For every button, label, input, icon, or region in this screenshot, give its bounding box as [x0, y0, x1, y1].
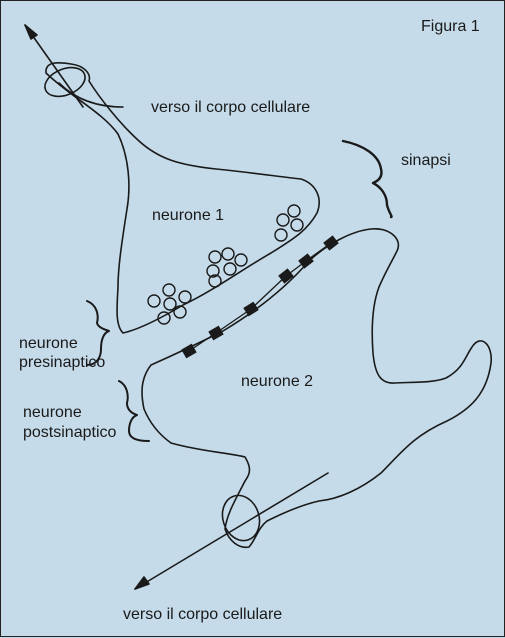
vesicle [277, 214, 289, 226]
neuron-2-outline [142, 229, 491, 548]
vesicle [163, 284, 175, 296]
arrow-bottom-head [135, 577, 149, 589]
label-presynaptic-line1: neurone [19, 335, 78, 353]
vesicle [291, 219, 303, 231]
vesicle [235, 254, 247, 266]
label-toward-cell-body-top: verso il corpo cellulare [151, 99, 310, 117]
vesicle [224, 263, 236, 275]
vesicle [174, 306, 186, 318]
label-neuron-2: neurone 2 [241, 373, 313, 391]
label-synapse: sinapsi [401, 152, 451, 170]
vesicle [209, 251, 221, 263]
receptor [298, 253, 314, 268]
vesicle [148, 295, 160, 307]
figure-title: Figura 1 [421, 18, 480, 36]
label-toward-cell-body-bottom: verso il corpo cellulare [123, 606, 282, 624]
arrow-bottom-shaft [135, 473, 328, 589]
vesicle [275, 229, 287, 241]
vesicle [179, 291, 191, 303]
label-presynaptic-line2: presinaptico [19, 354, 105, 372]
axon-cross-section-bottom [217, 491, 265, 546]
vesicle [288, 205, 300, 217]
label-neuron-1: neurone 1 [152, 207, 224, 225]
arrow-top-head [25, 25, 37, 39]
receptor [208, 326, 223, 341]
vesicle [222, 248, 234, 260]
label-postsynaptic-line2: postsinaptico [23, 424, 116, 442]
synapse-brace [343, 141, 392, 217]
vesicle [164, 298, 176, 310]
label-postsynaptic-line1: neurone [23, 404, 82, 422]
